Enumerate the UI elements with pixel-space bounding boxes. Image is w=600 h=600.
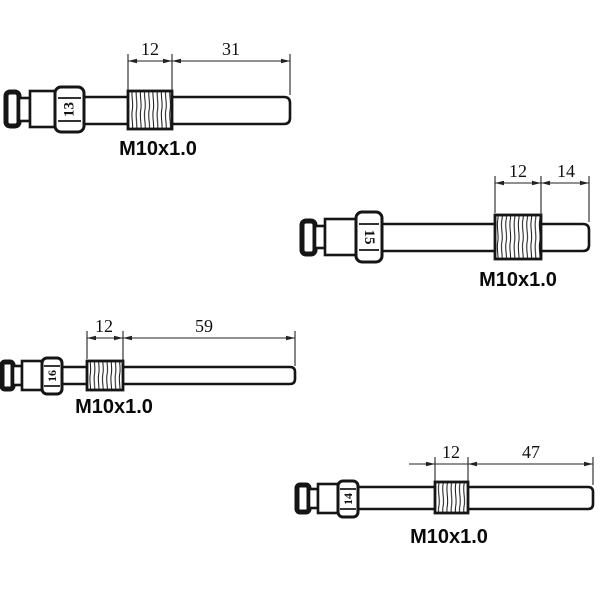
tip-ring	[307, 487, 320, 510]
shaft-length-dim: 31	[222, 39, 240, 59]
arrowhead	[584, 461, 593, 467]
shaft-length-dim: 14	[557, 161, 575, 181]
tip-cap	[3, 89, 22, 129]
tip-ring	[17, 96, 32, 123]
thread-spec-label: M10x1.0	[75, 396, 153, 418]
threaded-section	[493, 213, 543, 261]
thread-spec-label: M10x1.0	[410, 526, 488, 548]
thread-spec-label: M10x1.0	[479, 269, 557, 291]
tip-body	[323, 217, 358, 257]
arrowhead	[286, 335, 295, 341]
tip-ring	[11, 364, 24, 387]
shaft-length-dim: 47	[522, 442, 540, 462]
arrowhead	[163, 58, 172, 64]
tip-ring	[313, 224, 327, 250]
hex-nut	[40, 356, 64, 396]
hex-nut	[336, 479, 360, 519]
arrowhead	[495, 180, 504, 186]
hex-nut-size: 15	[361, 230, 377, 245]
threaded-section	[433, 480, 470, 515]
arrowhead	[426, 461, 435, 467]
threaded-section	[85, 359, 125, 392]
arrowhead	[172, 58, 181, 64]
shaft-length-dim: 59	[195, 316, 213, 336]
thread-length-dim: 12	[141, 39, 159, 59]
thread-length-dim: 12	[442, 442, 460, 462]
adapter-figure-1: 13 12 31 M10x1.0	[3, 39, 292, 160]
adapter-figure-4: 14 12 47 M10x1.0	[294, 442, 595, 548]
shaft	[82, 95, 292, 126]
tip-cap	[299, 218, 318, 257]
shaft	[380, 222, 591, 253]
tip-cap	[0, 359, 16, 392]
adapter-figure-2: 15 12 14 M10x1.0	[299, 161, 591, 291]
arrowhead	[114, 335, 123, 341]
arrowhead	[128, 58, 137, 64]
tip-body	[316, 482, 340, 515]
tip-body	[20, 359, 44, 392]
hex-nut-size: 14	[341, 493, 355, 505]
arrowhead	[532, 180, 541, 186]
hex-nut-size: 16	[45, 370, 59, 382]
arrowhead	[468, 461, 477, 467]
thread-length-dim: 12	[509, 161, 527, 181]
adapter-figure-3: 16 12 59 M10x1.0	[0, 316, 297, 418]
thread-length-dim: 12	[95, 316, 113, 336]
arrowhead	[281, 58, 290, 64]
arrowhead	[541, 180, 550, 186]
hex-nut-size: 13	[62, 102, 78, 117]
arrowhead	[580, 180, 589, 186]
tip-cap	[294, 482, 312, 515]
tip-body	[28, 89, 57, 129]
thread-spec-label: M10x1.0	[119, 138, 197, 160]
shaft	[356, 485, 595, 511]
arrowhead	[123, 335, 132, 341]
arrowhead	[87, 335, 96, 341]
threaded-section	[126, 89, 174, 131]
